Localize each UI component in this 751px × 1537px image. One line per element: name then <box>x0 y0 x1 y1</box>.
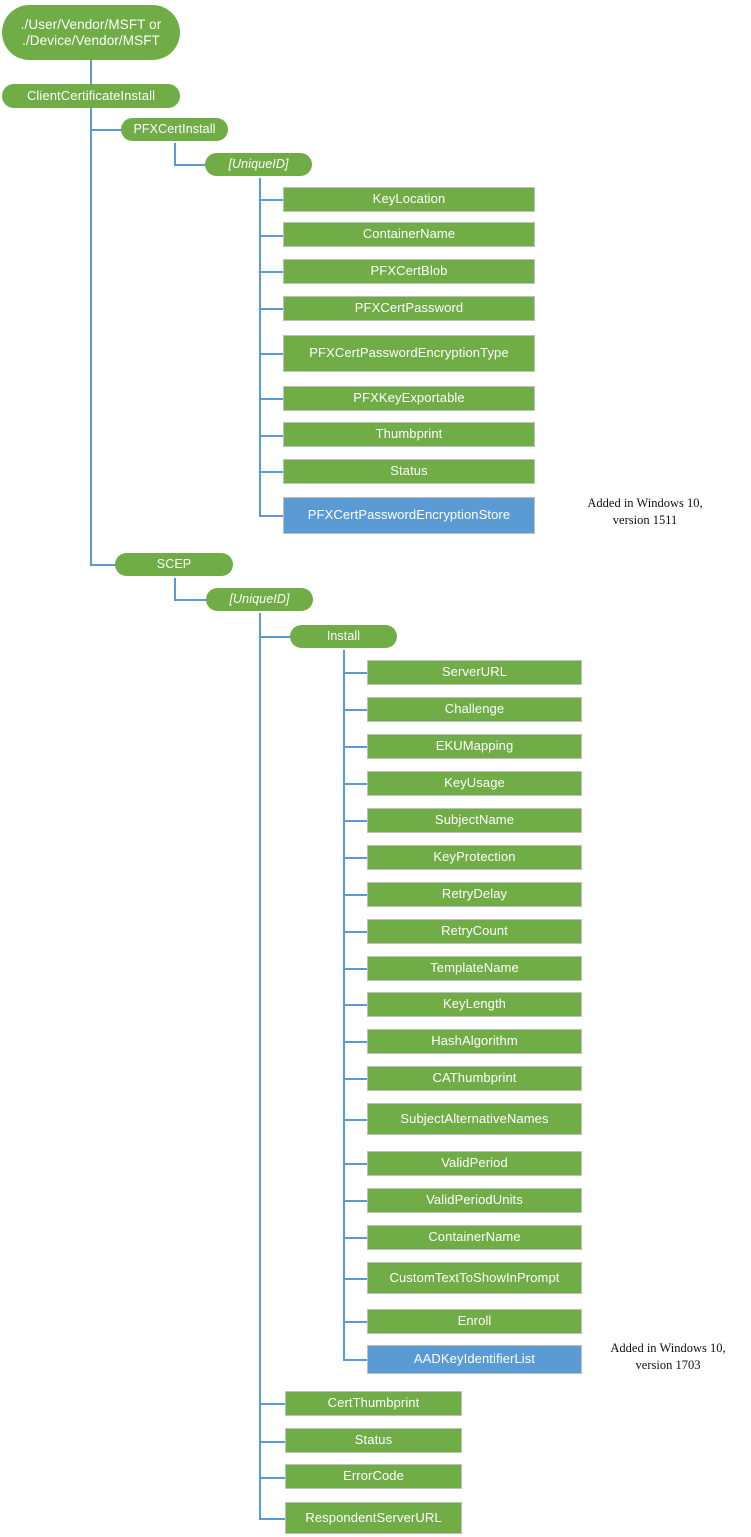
connector-pfx-child-5 <box>259 398 283 400</box>
node-scep-child-certthumbprint[interactable]: CertThumbprint <box>285 1391 462 1416</box>
node-install-child-enroll[interactable]: Enroll <box>367 1309 582 1334</box>
node-pfx-child-containername[interactable]: ContainerName <box>283 222 535 247</box>
node-pfx-child-status[interactable]: Status <box>283 459 535 484</box>
connector-pfx-child-2 <box>259 271 283 273</box>
connector-install-child-18 <box>343 1359 367 1361</box>
node-install-child-validperiodunits[interactable]: ValidPeriodUnits <box>367 1188 582 1213</box>
node-pfx-child-pfxkeyexportable[interactable]: PFXKeyExportable <box>283 386 535 411</box>
connector-to-scep <box>90 564 116 566</box>
node-scep-child-errorcode[interactable]: ErrorCode <box>285 1464 462 1489</box>
connector-to-install <box>259 636 291 638</box>
node-install-child-subjectalternativenames[interactable]: SubjectAlternativeNames <box>367 1103 582 1135</box>
connector-install-child-13 <box>343 1163 367 1165</box>
connector-pfx-child-6 <box>259 435 283 437</box>
node-pfx-child-pfxcertblob[interactable]: PFXCertBlob <box>283 259 535 284</box>
connector-pfx-child-1 <box>259 235 283 237</box>
connector-install-child-14 <box>343 1200 367 1202</box>
node-scep-uniqueid[interactable]: [UniqueID] <box>206 588 313 611</box>
node-install-child-keyprotection[interactable]: KeyProtection <box>367 845 582 870</box>
node-install-child-subjectname[interactable]: SubjectName <box>367 808 582 833</box>
node-install-child-validperiod[interactable]: ValidPeriod <box>367 1151 582 1176</box>
connector-trunk-level1 <box>90 108 92 565</box>
connector-install-child-15 <box>343 1237 367 1239</box>
node-pfx-child-pfxcertpassword[interactable]: PFXCertPassword <box>283 296 535 321</box>
connector-to-pfxcertinstall <box>90 129 122 131</box>
connector-install-child-9 <box>343 1004 367 1006</box>
node-install-child-retrycount[interactable]: RetryCount <box>367 919 582 944</box>
node-install-child-templatename[interactable]: TemplateName <box>367 956 582 981</box>
connector-pfx-to-uniqueid-h <box>174 164 206 166</box>
node-install-child-cathumbprint[interactable]: CAThumbprint <box>367 1066 582 1091</box>
connector-scep-uniqueid-child-3 <box>259 1518 285 1520</box>
node-scep[interactable]: SCEP <box>115 553 233 576</box>
node-pfx-child-keylocation[interactable]: KeyLocation <box>283 187 535 212</box>
connector-root-to-level1 <box>90 60 92 84</box>
node-install-child-containername[interactable]: ContainerName <box>367 1225 582 1250</box>
node-install-child-challenge[interactable]: Challenge <box>367 697 582 722</box>
node-install-child-retrydelay[interactable]: RetryDelay <box>367 882 582 907</box>
connector-install-child-7 <box>343 931 367 933</box>
node-scep-install[interactable]: Install <box>290 625 397 648</box>
connector-install-child-16 <box>343 1278 367 1280</box>
node-clientcertificateinstall[interactable]: ClientCertificateInstall <box>2 84 180 108</box>
node-install-child-aadkeyidentifierlist[interactable]: AADKeyIdentifierList <box>367 1345 582 1374</box>
node-pfx-child-thumbprint[interactable]: Thumbprint <box>283 422 535 447</box>
connector-pfx-to-uniqueid-v <box>174 143 176 165</box>
node-scep-child-respondentserverurl[interactable]: RespondentServerURL <box>285 1502 462 1534</box>
connector-install-child-3 <box>343 783 367 785</box>
connector-pfx-child-4 <box>259 353 283 355</box>
node-install-child-hashalgorithm[interactable]: HashAlgorithm <box>367 1029 582 1054</box>
connector-install-child-1 <box>343 709 367 711</box>
node-pfx-child-pfxcertpasswordencryptionstore[interactable]: PFXCertPasswordEncryptionStore <box>283 497 535 534</box>
connector-install-child-5 <box>343 857 367 859</box>
node-install-child-keyusage[interactable]: KeyUsage <box>367 771 582 796</box>
node-pfx-uniqueid[interactable]: [UniqueID] <box>205 153 312 176</box>
connector-scep-uniqueid-child-1 <box>259 1441 285 1443</box>
connector-scep-to-uniqueid-h <box>174 599 207 601</box>
connector-install-child-2 <box>343 746 367 748</box>
connector-install-child-6 <box>343 894 367 896</box>
annotation-install-added-version: Added in Windows 10, version 1703 <box>610 1341 726 1372</box>
connector-pfx-child-3 <box>259 308 283 310</box>
node-root[interactable]: ./User/Vendor/MSFT or ./Device/Vendor/MS… <box>2 5 180 60</box>
node-pfxcertinstall[interactable]: PFXCertInstall <box>121 118 228 141</box>
connector-scep-uniqueid-child-2 <box>259 1477 285 1479</box>
node-install-child-serverurl[interactable]: ServerURL <box>367 660 582 685</box>
node-scep-child-status[interactable]: Status <box>285 1428 462 1453</box>
connector-install-child-17 <box>343 1321 367 1323</box>
connector-install-child-11 <box>343 1078 367 1080</box>
connector-install-child-8 <box>343 968 367 970</box>
connector-install-child-4 <box>343 820 367 822</box>
connector-pfx-uniqueid-trunk <box>259 178 261 516</box>
node-install-child-ekumapping[interactable]: EKUMapping <box>367 734 582 759</box>
connector-scep-uniqueid-child-0 <box>259 1403 285 1405</box>
connector-install-child-0 <box>343 672 367 674</box>
annotation-pfx-added-version: Added in Windows 10, version 1511 <box>587 496 703 527</box>
node-install-child-customtexttoshowinprompt[interactable]: CustomTextToShowInPrompt <box>367 1262 582 1294</box>
connector-scep-to-uniqueid-v <box>174 578 176 600</box>
connector-pfx-child-7 <box>259 471 283 473</box>
node-install-child-keylength[interactable]: KeyLength <box>367 992 582 1017</box>
connector-pfx-child-8 <box>259 515 283 517</box>
connector-install-child-12 <box>343 1119 367 1121</box>
connector-scep-uniqueid-trunk <box>259 613 261 1519</box>
connector-install-child-10 <box>343 1041 367 1043</box>
connector-pfx-child-0 <box>259 199 283 201</box>
node-pfx-child-pfxcertpasswordencryptiontype[interactable]: PFXCertPasswordEncryptionType <box>283 335 535 372</box>
